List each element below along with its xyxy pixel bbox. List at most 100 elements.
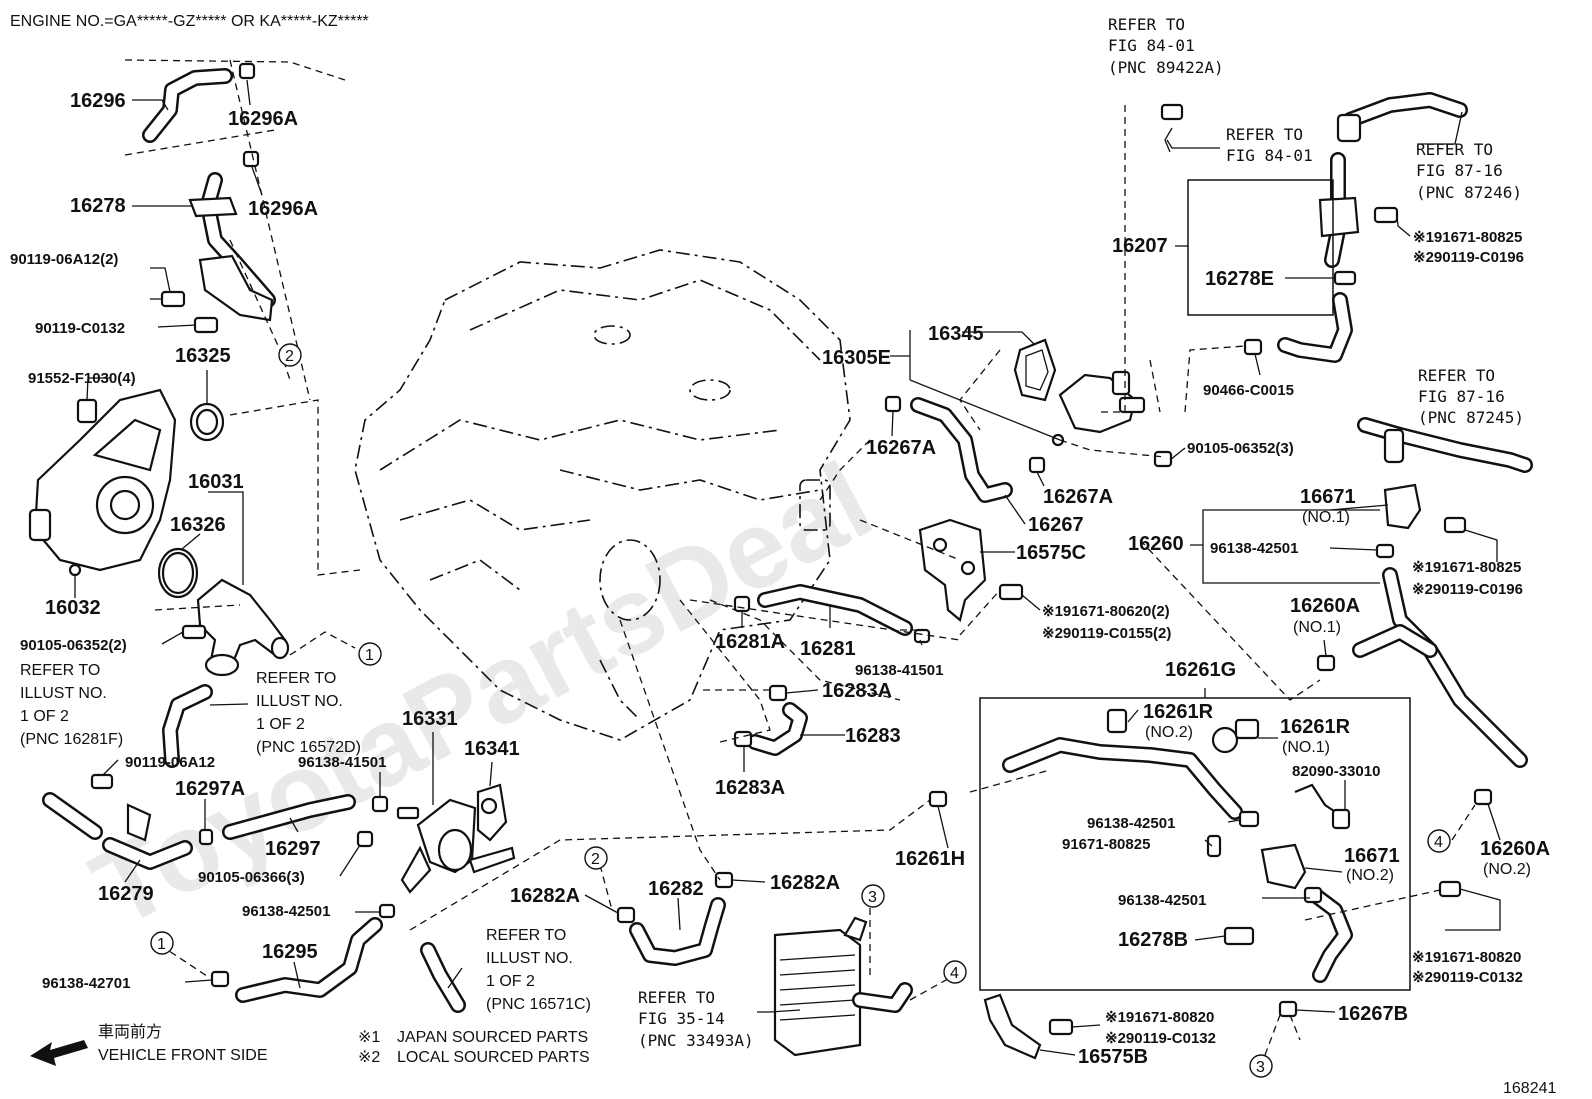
bolt-91671-80825[interactable] <box>1206 834 1222 858</box>
hose-16297[interactable] <box>222 794 356 840</box>
callout-2-upper: 2 <box>278 343 302 367</box>
clamp-16267A-top[interactable] <box>884 395 902 413</box>
label-191671-80825-top: ※191671-80825 <box>1413 229 1522 246</box>
hose-16261G[interactable] <box>1002 737 1243 820</box>
bolt-191671-80825-top[interactable] <box>1373 206 1399 224</box>
clamp-16260A-no1[interactable] <box>1316 654 1336 672</box>
wire-82090-33010[interactable] <box>1294 783 1351 830</box>
bolt-90105-06366[interactable] <box>356 830 374 848</box>
label-16297: 16297 <box>265 838 321 860</box>
svg-text:FIG 87-16: FIG 87-16 <box>1416 161 1503 180</box>
hose-refer-16572D[interactable] <box>162 684 213 768</box>
svg-text:ILLUST NO.: ILLUST NO. <box>256 693 343 710</box>
label-96138-42501-lower: 96138-42501 <box>1118 892 1206 909</box>
clamp-16296A-top[interactable] <box>238 62 256 80</box>
hose-16283[interactable] <box>747 702 808 756</box>
hose-16281[interactable] <box>757 584 913 636</box>
label-191671-80820-right: ※191671-80820 <box>1412 949 1521 966</box>
hose-16295[interactable] <box>235 917 383 1003</box>
clamp-96138-42501-box[interactable] <box>1238 810 1260 828</box>
label-16260A-no1: 16260A <box>1290 595 1360 617</box>
hose-16267[interactable] <box>910 397 1013 503</box>
label-16267A-2: 16267A <box>1043 486 1113 508</box>
bolt-90119-06A12-2[interactable] <box>150 290 186 308</box>
hose-16296[interactable] <box>142 68 233 143</box>
vehicle-front-indicator: 車両前方 VEHICLE FRONT SIDE <box>30 1023 268 1066</box>
clamp-16283A-bottom[interactable] <box>733 730 753 748</box>
clamp-16296A-mid[interactable] <box>242 150 260 168</box>
clamp-96138-42501-mid[interactable] <box>1375 543 1395 559</box>
water-outlet[interactable] <box>1051 370 1146 447</box>
inlet-16031[interactable] <box>196 578 290 677</box>
clamp-16282A-right[interactable] <box>714 871 734 889</box>
bolt-90119-C0132[interactable] <box>193 316 219 334</box>
clamp-16297A[interactable] <box>198 828 214 846</box>
clamp-16282A-left[interactable] <box>616 906 636 924</box>
clamp-96138-42701[interactable] <box>210 970 230 988</box>
clamp-16281A[interactable] <box>733 595 751 613</box>
hose-16260[interactable] <box>1352 567 1528 768</box>
hose-16267B-line[interactable] <box>1307 887 1353 983</box>
clamp-16283A-top[interactable] <box>768 684 788 702</box>
bolt-90105-06352-3[interactable] <box>1153 450 1173 468</box>
bracket-16278B[interactable] <box>1223 926 1255 946</box>
hose-16282[interactable] <box>629 897 726 966</box>
refer-illust-pnc-16572D: REFER TO ILLUST NO. 1 OF 2 (PNC 16572D) <box>256 670 361 756</box>
svg-text:REFER TO: REFER TO <box>1418 366 1495 385</box>
svg-text:1: 1 <box>365 647 374 664</box>
label-96138-42501-box: 96138-42501 <box>1087 815 1175 832</box>
clamp-16260A-no2[interactable] <box>1473 788 1493 806</box>
clamp-16261H[interactable] <box>928 790 948 808</box>
clamp-90466-C0015[interactable] <box>1243 338 1263 356</box>
bolt-191671-80820-bottom[interactable] <box>1048 1018 1074 1036</box>
sensor-refer-89422A[interactable] <box>1160 103 1184 153</box>
label-16278: 16278 <box>70 195 126 217</box>
bolt-191671-80820-right[interactable] <box>1438 880 1462 898</box>
pipe-16207[interactable] <box>1318 152 1360 268</box>
svg-text:4: 4 <box>950 965 959 982</box>
label-16260A-no2-sub: (NO.2) <box>1483 861 1531 878</box>
gasket-16325[interactable] <box>189 402 225 442</box>
bracket-16575B[interactable] <box>983 993 1042 1060</box>
label-16267: 16267 <box>1028 514 1084 536</box>
clamp-16278E[interactable] <box>1333 270 1357 286</box>
hose-refer-16281F[interactable] <box>42 792 103 840</box>
svg-text:ILLUST NO.: ILLUST NO. <box>486 950 573 967</box>
water-pump-16032[interactable] <box>28 388 177 577</box>
clamp-16267B[interactable] <box>1278 1000 1298 1018</box>
bolt-91552-F1030[interactable] <box>76 398 98 424</box>
clamp-96138-42501-left[interactable] <box>378 903 396 919</box>
bolt-191671-80825-mid[interactable] <box>1443 516 1467 534</box>
refer-fig-84-01-pnc-89422A: REFER TO FIG 84-01 (PNC 89422A) <box>1108 15 1224 77</box>
svg-text:REFER TO: REFER TO <box>638 988 715 1007</box>
clamp-96138-42501-lower[interactable] <box>1303 886 1323 904</box>
clamp-96138-41501-left[interactable] <box>371 795 389 813</box>
bolt-90119-06A12[interactable] <box>90 773 114 790</box>
valve-16671-no1[interactable] <box>1383 483 1422 530</box>
gasket-16341[interactable] <box>476 783 508 842</box>
figure-number: 168241 <box>1503 1080 1556 1097</box>
label-290119-C0132-right: ※290119-C0132 <box>1412 969 1523 986</box>
thermostat-housing-16331[interactable] <box>396 798 516 894</box>
hose-refer-16571C[interactable] <box>420 942 466 1013</box>
label-90105-06366: 90105-06366(3) <box>198 869 305 886</box>
refer-fig-87-16-pnc-87245: REFER TO FIG 87-16 (PNC 87245) <box>1418 366 1524 427</box>
hose-16278E[interactable] <box>1277 292 1353 363</box>
oil-cooler-refer-33493A[interactable] <box>773 916 913 1057</box>
clamp-96138-41501-right[interactable] <box>913 628 931 644</box>
svg-text:3: 3 <box>868 889 877 906</box>
bolt-90105-06352-2[interactable] <box>181 624 207 640</box>
gasket-16345[interactable] <box>1013 338 1057 402</box>
hose-refer-87246[interactable] <box>1336 92 1468 143</box>
clamp-16267A-bottom[interactable] <box>1028 456 1046 474</box>
clamp-16261R-no1[interactable] <box>1211 718 1260 754</box>
bolt-191671-80620[interactable] <box>998 583 1024 601</box>
pipe-16279[interactable] <box>102 803 193 870</box>
hose-refer-87245[interactable] <box>1357 417 1533 473</box>
bracket-16575C[interactable] <box>918 518 987 622</box>
o-ring-16326[interactable] <box>157 547 199 599</box>
valve-16671-no2[interactable] <box>1260 843 1307 890</box>
svg-text:FIG 87-16: FIG 87-16 <box>1418 387 1505 406</box>
label-16281A: 16281A <box>715 631 785 653</box>
clamp-16261R-no2[interactable] <box>1106 708 1128 734</box>
